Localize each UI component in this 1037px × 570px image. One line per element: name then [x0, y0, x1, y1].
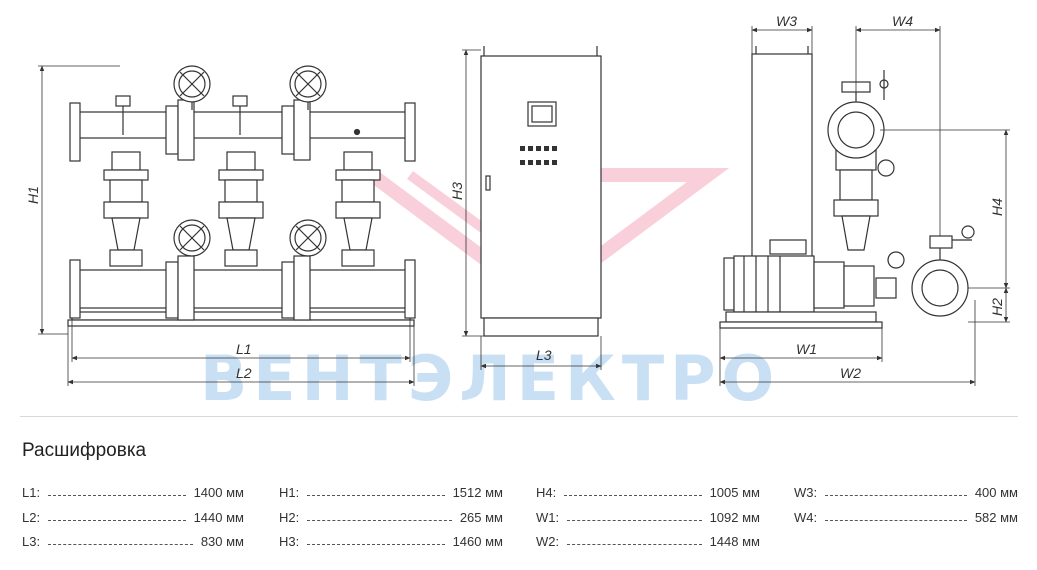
- leader-dots: [307, 543, 445, 545]
- section-divider: [20, 416, 1018, 417]
- leader-dots: [567, 543, 702, 545]
- spec-row-l1: L1: 1400 мм: [22, 482, 244, 500]
- leader-dots: [825, 494, 967, 496]
- spec-row-h2: H2: 265 мм: [279, 507, 503, 525]
- spec-key: L1:: [22, 485, 41, 500]
- spec-key: H3:: [279, 534, 300, 549]
- dim-label-w3: W3: [776, 13, 797, 29]
- dim-label-w2: W2: [840, 365, 861, 381]
- spec-row-h1: H1: 1512 мм: [279, 482, 503, 500]
- dim-label-w4: W4: [892, 13, 913, 29]
- leader-dots: [307, 494, 445, 496]
- watermark-text-bind: ВЕНТЭЛЕКТРО: [200, 342, 780, 410]
- leader-dots: [825, 519, 967, 521]
- dim-label-h3: H3: [449, 182, 465, 200]
- spec-row-h4: H4: 1005 мм: [536, 482, 760, 500]
- dim-label-l2: L2: [236, 365, 252, 381]
- cabinet-view: [480, 46, 602, 337]
- spec-value: 1092 мм: [709, 510, 760, 525]
- leader-dots: [564, 494, 702, 496]
- front-view: [67, 65, 416, 327]
- dim-label-l3: L3: [536, 347, 552, 363]
- spec-value: 265 мм: [459, 510, 503, 525]
- spec-key: H1:: [279, 485, 300, 500]
- spec-value: 1400 мм: [193, 485, 244, 500]
- spec-row-w1: W1: 1092 мм: [536, 507, 760, 525]
- leader-dots: [48, 519, 186, 521]
- spec-value: 1460 мм: [452, 534, 503, 549]
- watermark: ВЕНТЭЛЕКТРО: [200, 168, 780, 410]
- dim-label-h4: H4: [989, 198, 1005, 216]
- leader-dots: [48, 543, 193, 545]
- legend-title: Расшифровка: [22, 440, 147, 461]
- spec-key: H4:: [536, 485, 557, 500]
- dim-label-h2: H2: [989, 298, 1005, 316]
- spec-key: W3:: [794, 485, 818, 500]
- technical-drawing: ВЕНТЭЛЕКТРО: [25, 13, 1010, 410]
- spec-value: 582 мм: [974, 510, 1018, 525]
- spec-key: W2:: [536, 534, 560, 549]
- spec-key: L2:: [22, 510, 41, 525]
- side-view: [719, 46, 975, 329]
- watermark-text: ВЕНТЭЛЕКТРО: [200, 342, 780, 410]
- dimension-lines: [38, 26, 1010, 386]
- dim-label-l1: L1: [236, 341, 252, 357]
- leader-dots: [48, 494, 186, 496]
- spec-row-l3: L3: 830 мм: [22, 531, 244, 549]
- leader-dots: [307, 519, 452, 521]
- spec-value: 1440 мм: [193, 510, 244, 525]
- leader-dots: [567, 519, 702, 521]
- spec-value: 830 мм: [200, 534, 244, 549]
- dim-label-w1: W1: [796, 341, 817, 357]
- dim-label-h1: H1: [25, 186, 41, 204]
- spec-value: 1005 мм: [709, 485, 760, 500]
- spec-row-l2: L2: 1440 мм: [22, 507, 244, 525]
- spec-row-w4: W4: 582 мм: [794, 507, 1018, 525]
- spec-value: 1512 мм: [452, 485, 503, 500]
- spec-row-w2: W2: 1448 мм: [536, 531, 760, 549]
- spec-key: W4:: [794, 510, 818, 525]
- spec-value: 400 мм: [974, 485, 1018, 500]
- watermark-logo-shape: [367, 168, 730, 309]
- spec-row-h3: H3: 1460 мм: [279, 531, 503, 549]
- spec-key: H2:: [279, 510, 300, 525]
- spec-key: L3:: [22, 534, 41, 549]
- spec-key: W1:: [536, 510, 560, 525]
- spec-row-w3: W3: 400 мм: [794, 482, 1018, 500]
- spec-value: 1448 мм: [709, 534, 760, 549]
